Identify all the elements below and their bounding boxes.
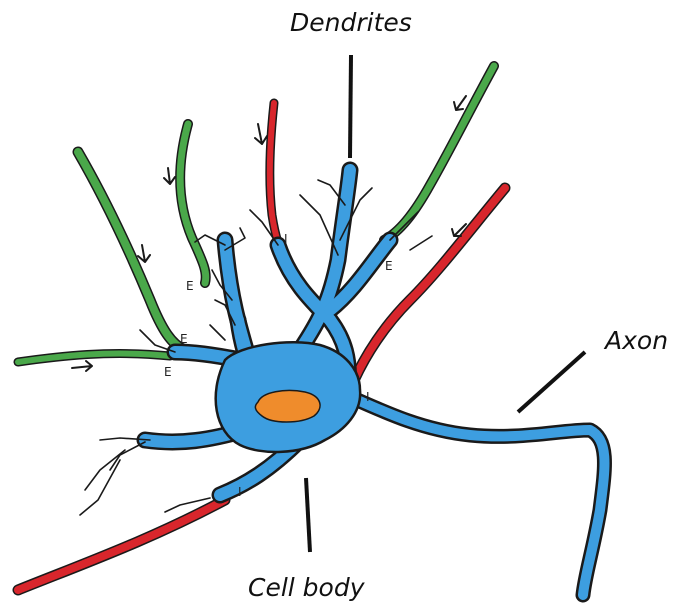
axon-pointer-line [518,352,585,412]
cell-body-label: Cell body [248,575,365,600]
nucleus [255,390,320,422]
axon [335,390,604,595]
excitatory-synapse-mark: E [186,279,194,293]
inhibitory-synapse-mark: I [366,390,370,404]
dendrites-label: Dendrites [290,10,412,35]
excitatory-inputs [18,66,494,362]
excitatory-synapse-mark: E [180,332,188,346]
axon-label: Axon [605,328,668,353]
excitatory-synapse-mark: E [385,259,393,273]
cell-body-pointer-line [306,478,310,552]
inhibitory-synapse-mark: I [238,485,242,499]
dendrites-pointer-line [350,55,351,158]
inhibitory-synapse-mark: I [284,232,288,246]
excitatory-synapse-mark: E [164,365,172,379]
